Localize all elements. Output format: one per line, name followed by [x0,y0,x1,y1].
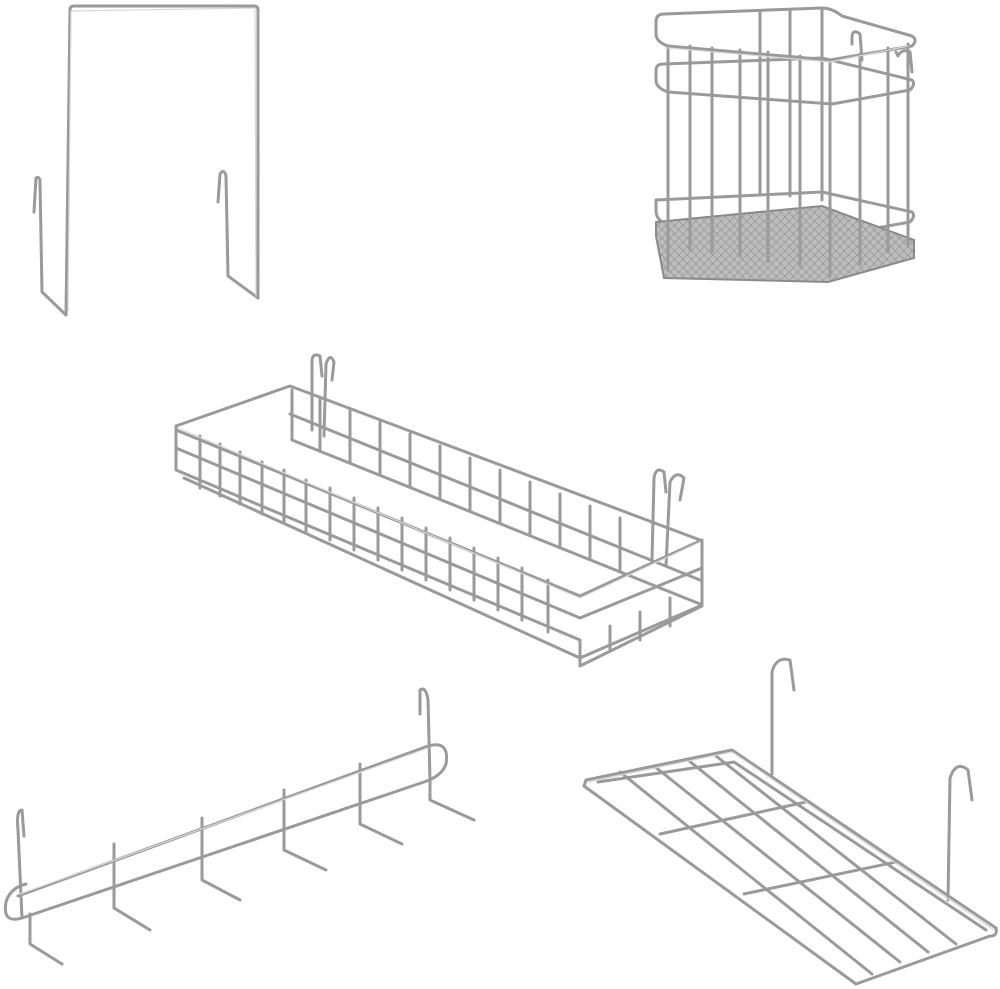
flat-wire-shelf [582,657,998,986]
square-utensil-basket [654,6,917,284]
u-shaped-rack-hook [32,4,260,317]
long-wire-shelf-basket [174,353,704,668]
hook-rail [3,687,476,966]
